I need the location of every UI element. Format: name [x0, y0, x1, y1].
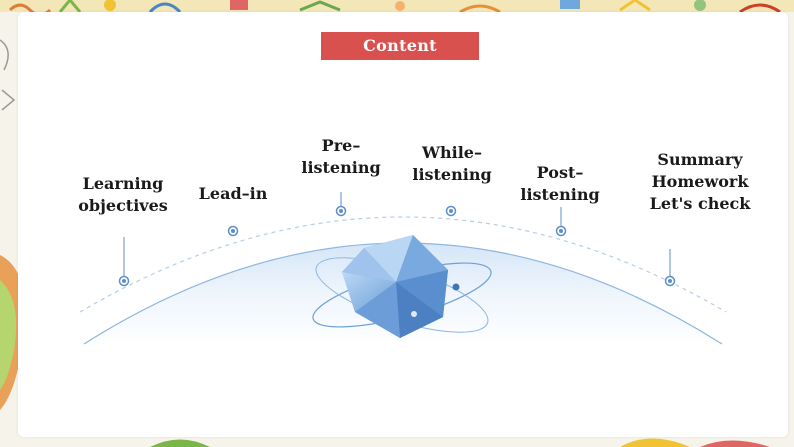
icosahedron-atom-icon: [312, 235, 492, 338]
stage-label-pre-listening: Pre– listening: [301, 136, 381, 177]
content-card: Content: [18, 12, 788, 437]
stage-label-lead-in: Lead–in: [198, 184, 268, 203]
stage-label-summary-homework: Summary Homework Let's check: [649, 150, 751, 213]
stage-label-while-listening: While– listening: [412, 143, 492, 184]
stage-marker-3: [335, 192, 347, 217]
stage-diagram: [79, 192, 727, 345]
stage-marker-2: [227, 225, 239, 237]
dashed-timeline-arc: [79, 216, 727, 313]
stage-marker-1: [118, 237, 130, 287]
stage-label-post-listening: Post– listening: [520, 163, 600, 204]
stage-label-learning-objectives: Learning objectives: [78, 174, 168, 215]
stage-marker-4: [445, 205, 457, 217]
stage-marker-5: [555, 207, 567, 237]
stage-marker-6: [664, 249, 676, 287]
content-banner: Content: [321, 32, 479, 60]
